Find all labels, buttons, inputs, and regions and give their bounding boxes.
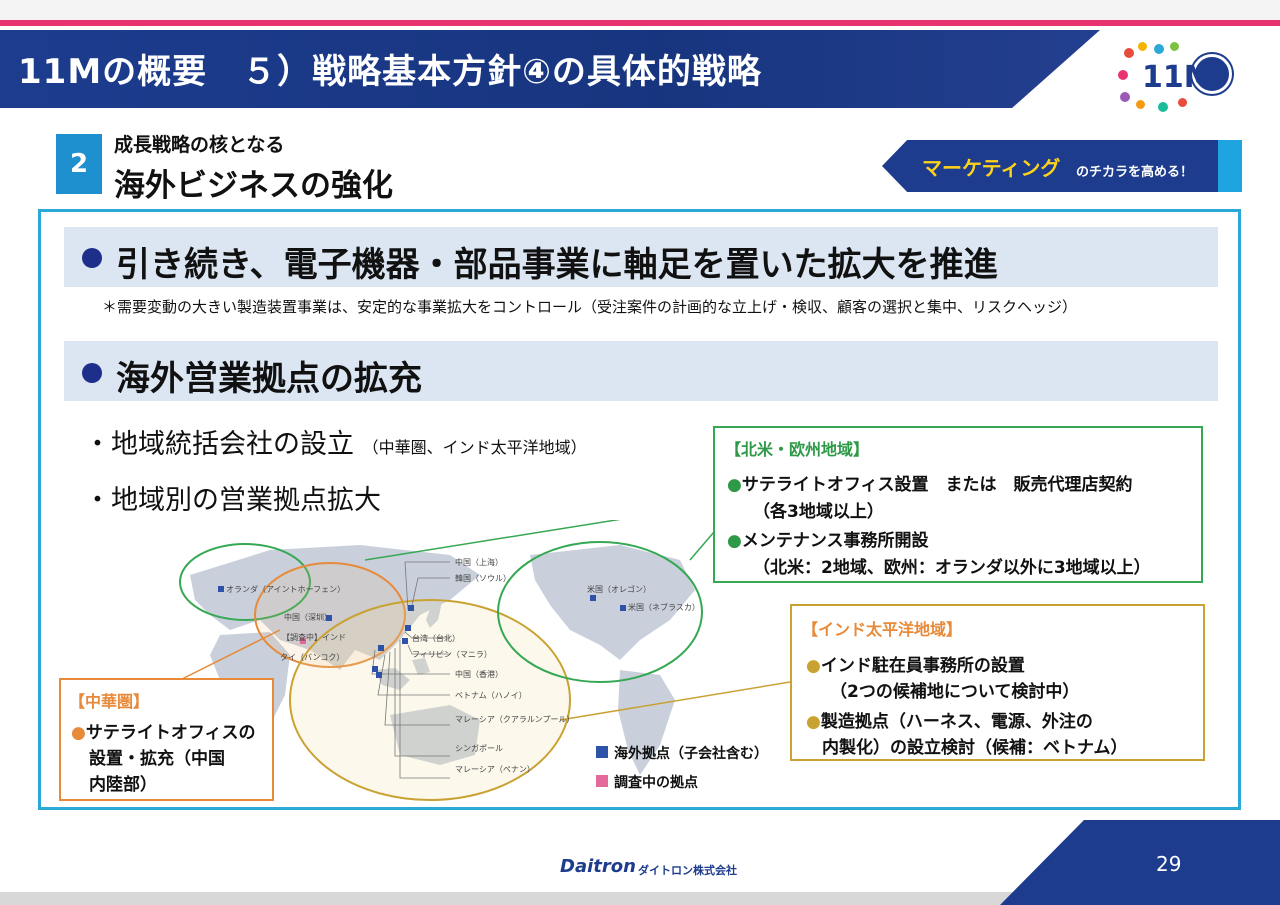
legend-overseas-swatch (596, 746, 608, 758)
map-label-shenzhen: 中国（深圳） (284, 612, 332, 622)
greater-china-box: 【中華圏】 ●サテライトオフィスの 設置・拡充（中国 内陸部） (59, 678, 274, 801)
continents (190, 545, 695, 775)
na-eu-box: 【北米・欧州地域】 ●サテライトオフィス設置 または 販売代理店契約 （各3地域… (713, 426, 1203, 583)
indo-pacific-title: 【インド太平洋地域】 (802, 620, 963, 639)
legend-research: 調査中の拠点 (614, 775, 698, 791)
marketing-tag-main: マーケティング (922, 156, 1061, 180)
map-label-taiwan: 台湾（台北） (412, 633, 460, 643)
indo-pacific-line4: 内製化）の設立検討（候補：ベトナム） (822, 738, 1128, 758)
legend-overseas: 海外拠点（子会社含む） (614, 746, 768, 762)
point1-band (64, 227, 1218, 287)
greater-china-line3: 内陸部） (89, 775, 157, 795)
greater-china-title: 【中華圏】 (69, 692, 150, 711)
bullet-dot (82, 363, 102, 383)
marketing-tag-stripe (1218, 140, 1242, 192)
brand-logo: 11M (1112, 40, 1242, 112)
indo-pacific-ellipse (289, 599, 571, 801)
site-markers (218, 586, 626, 678)
legend-research-swatch (596, 775, 608, 787)
marketing-tag (882, 140, 1242, 192)
greater-china-line2: 設置・拡充（中国 (89, 749, 225, 769)
map-label-shanghai: 中国（上海） (455, 557, 503, 567)
na-eu-line3: ●メンテナンス事務所開設 (727, 531, 929, 551)
map-label-netherlands: オランダ（アイントホーフェン） (226, 584, 345, 594)
company-name: ダイトロン株式会社 (638, 864, 737, 877)
map-label-singapore: シンガポール (455, 743, 503, 753)
indo-pacific-box: 【インド太平洋地域】 ●インド駐在員事務所の設置 （2つの候補地について検討中）… (790, 604, 1205, 761)
page-number: 29 (1156, 852, 1182, 876)
map-label-thailand: タイ（バンコク） (280, 653, 344, 662)
top-accent-line (0, 20, 1280, 26)
point1-note: ＊需要変動の大きい製造装置事業は、安定的な事業拡大をコントロール（受注案件の計画… (102, 298, 1078, 316)
point2-heading: 海外営業拠点の拡充 (116, 359, 422, 399)
map-label-malaysia-kl: マレーシア（クアラルンプール） (455, 715, 574, 724)
map-label-nebraska: 米国（ネブラスカ） (628, 602, 700, 612)
content-frame (38, 209, 1241, 810)
section-title: 海外ビジネスの強化 (114, 168, 393, 204)
map-label-india: 【調査中】インド (282, 632, 346, 642)
logo-text: 11M (1142, 60, 1214, 95)
north-america-ellipse (497, 541, 703, 683)
map-label-oregon: 米国（オレゴン） (587, 584, 651, 594)
slide-title: 11Mの概要 ５）戦略基本方針④の具体的戦略 (18, 52, 762, 92)
item-regional-expansion: ・地域別の営業拠点拡大 (84, 485, 381, 516)
indo-pacific-line3: ●製造拠点（ハーネス、電源、外注の (806, 712, 1093, 732)
item-regional-hq-text: ・地域統括会社の設立 (84, 429, 354, 460)
footer-line (0, 892, 1280, 905)
world-map: オランダ（アイントホーフェン） 中国（深圳） 【調査中】インド タイ（バンコク）… (179, 520, 790, 801)
bullet-dot (82, 248, 102, 268)
section-number: 2 (56, 134, 102, 194)
map-label-philippines: フィリピン（マニラ） (412, 650, 492, 659)
item-regional-hq: ・地域統括会社の設立 （中華圏、インド太平洋地域） (84, 422, 587, 461)
research-marker (300, 638, 306, 644)
europe-ellipse (179, 543, 311, 621)
na-eu-line4: （北米：2地域、欧州：オランダ以外に3地域以上） (753, 558, 1151, 578)
point2-band (64, 341, 1218, 401)
section-subtitle: 成長戦略の核となる (114, 134, 285, 156)
greater-china-line1: ●サテライトオフィスの (71, 723, 256, 743)
item-regional-hq-note: （中華圏、インド太平洋地域） (362, 438, 587, 457)
map-label-hongkong: 中国（香港） (455, 669, 503, 679)
indo-pacific-line1: ●インド駐在員事務所の設置 (806, 656, 1025, 676)
header-band (0, 30, 1100, 108)
map-label-malaysia-penang: マレーシア（ペナン） (455, 765, 535, 774)
point1-heading: 引き続き、電子機器・部品事業に軸足を置いた拡大を推進 (116, 245, 998, 285)
top-strip (0, 0, 1280, 20)
na-eu-title: 【北米・欧州地域】 (725, 440, 870, 459)
indo-pacific-line2: （2つの候補地について検討中） (830, 682, 1080, 702)
map-label-korea: 韓国（ソウル） (455, 573, 511, 583)
footer-band (1000, 820, 1280, 905)
na-eu-line1: ●サテライトオフィス設置 または 販売代理店契約 (727, 475, 1133, 495)
map-label-vietnam: ベトナム（ハノイ） (455, 691, 527, 700)
company-logo: Daitron (560, 856, 636, 877)
marketing-tag-sub: のチカラを高める！ (1076, 165, 1194, 180)
na-eu-line2: （各3地域以上） (753, 502, 884, 522)
